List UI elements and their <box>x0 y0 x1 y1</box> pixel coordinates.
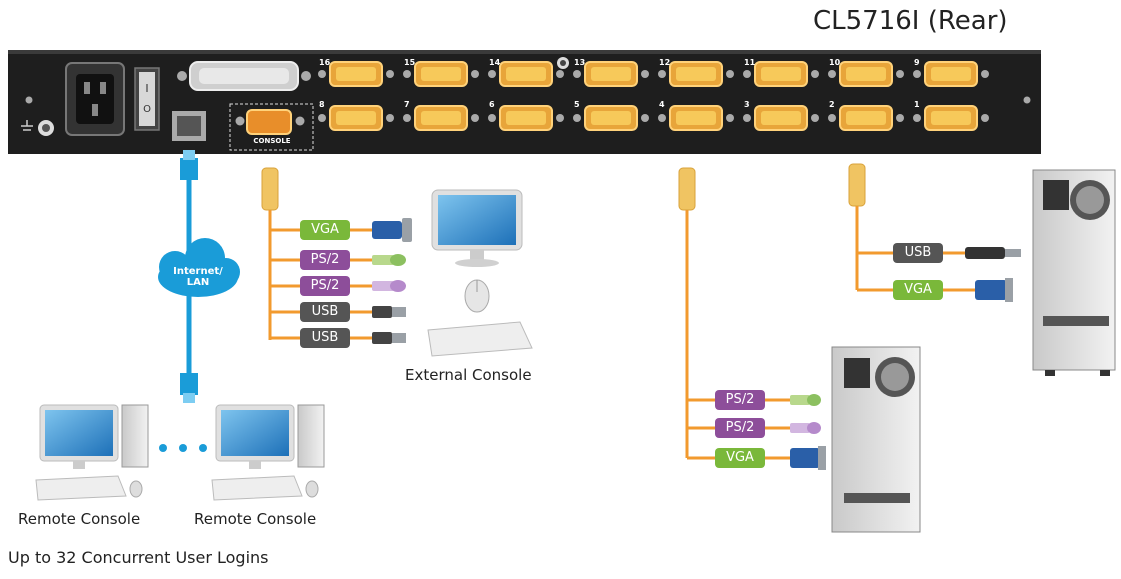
vga-port <box>573 61 649 87</box>
footer-note: Up to 32 Concurrent User Logins <box>8 548 269 567</box>
port-number: 10 <box>829 58 841 67</box>
svg-text:I: I <box>145 82 148 95</box>
port-number: 16 <box>319 58 331 67</box>
ground-terminal-icon <box>21 120 54 136</box>
power-switch-icon: I O <box>134 67 160 131</box>
vga-port <box>403 61 479 87</box>
ps2-server-cable <box>678 167 790 460</box>
server-ports <box>318 61 989 131</box>
port-number: 12 <box>659 58 671 67</box>
power-inlet-icon <box>65 62 125 136</box>
vga-tag: VGA <box>893 280 943 300</box>
remote-console-left-icon <box>35 404 149 501</box>
port-number: 6 <box>489 100 495 109</box>
server-tower-right-icon <box>1032 169 1116 376</box>
internet-cloud-icon <box>158 238 240 297</box>
remote-console-right-icon <box>211 404 325 501</box>
ps2-tag: PS/2 <box>300 276 350 296</box>
cloud-label-line1: Internet/ <box>173 266 223 277</box>
port-number: 13 <box>574 58 586 67</box>
dots-icon <box>159 444 207 452</box>
usb-tag: USB <box>300 302 350 322</box>
vga-port <box>403 105 479 131</box>
port-number: 1 <box>914 100 920 109</box>
port-number: 9 <box>914 58 920 67</box>
remote-console-caption: Remote Console <box>194 510 317 528</box>
vga-port <box>658 105 734 131</box>
vga-port <box>318 61 394 87</box>
usb-tag: USB <box>300 328 350 348</box>
usb-server-cable <box>848 163 975 292</box>
vga-port <box>488 105 564 131</box>
usb-plug-icon <box>372 306 406 344</box>
server-tower-middle-icon <box>831 346 921 533</box>
cloud-label-line2: LAN <box>186 277 210 288</box>
vga-port <box>658 61 734 87</box>
ps2-tag: PS/2 <box>715 418 765 438</box>
external-monitor-icon <box>431 189 523 267</box>
vga-port <box>573 105 649 131</box>
vga-port <box>913 61 989 87</box>
cloud-label: Internet/ LAN <box>160 266 236 288</box>
svg-text:O: O <box>143 104 151 115</box>
vga-port <box>488 61 564 87</box>
port-number: 8 <box>319 100 325 109</box>
ps2-plug-green-icon <box>372 254 406 266</box>
port-number: 15 <box>404 58 416 67</box>
vga-port <box>743 105 819 131</box>
port-number: 5 <box>574 100 580 109</box>
remote-console-caption: Remote Console <box>18 510 141 528</box>
vga-port <box>318 105 394 131</box>
ps2-plug-purple-icon <box>372 280 406 292</box>
port-number: 2 <box>829 100 835 109</box>
usb-tag: USB <box>893 243 943 263</box>
vga-port <box>913 105 989 131</box>
db25-port <box>177 61 311 91</box>
ps2-tag: PS/2 <box>715 390 765 410</box>
diagram-title: CL5716I (Rear) <box>813 6 1008 36</box>
external-console-caption: External Console <box>405 366 532 384</box>
mouse-icon <box>464 279 490 313</box>
ps2-tag: PS/2 <box>300 250 350 270</box>
console-port-label: CONSOLE <box>253 137 291 145</box>
vga-port <box>743 61 819 87</box>
rear-panel: I O <box>8 50 1041 154</box>
keyboard-icon <box>427 321 533 357</box>
vga-port <box>828 105 904 131</box>
port-number: 7 <box>404 100 410 109</box>
vga-tag: VGA <box>715 448 765 468</box>
vga-tag: VGA <box>300 220 350 240</box>
lan-port <box>172 111 206 141</box>
ps2-server-plugs-icon <box>790 394 826 470</box>
vga-plug-icon <box>372 218 412 242</box>
port-number: 3 <box>744 100 750 109</box>
vga-port <box>828 61 904 87</box>
console-port <box>229 103 314 151</box>
console-cable <box>261 167 372 340</box>
port-number: 11 <box>744 58 756 67</box>
usb-server-plugs-icon <box>965 247 1021 302</box>
port-number: 4 <box>659 100 665 109</box>
port-number: 14 <box>489 58 501 67</box>
